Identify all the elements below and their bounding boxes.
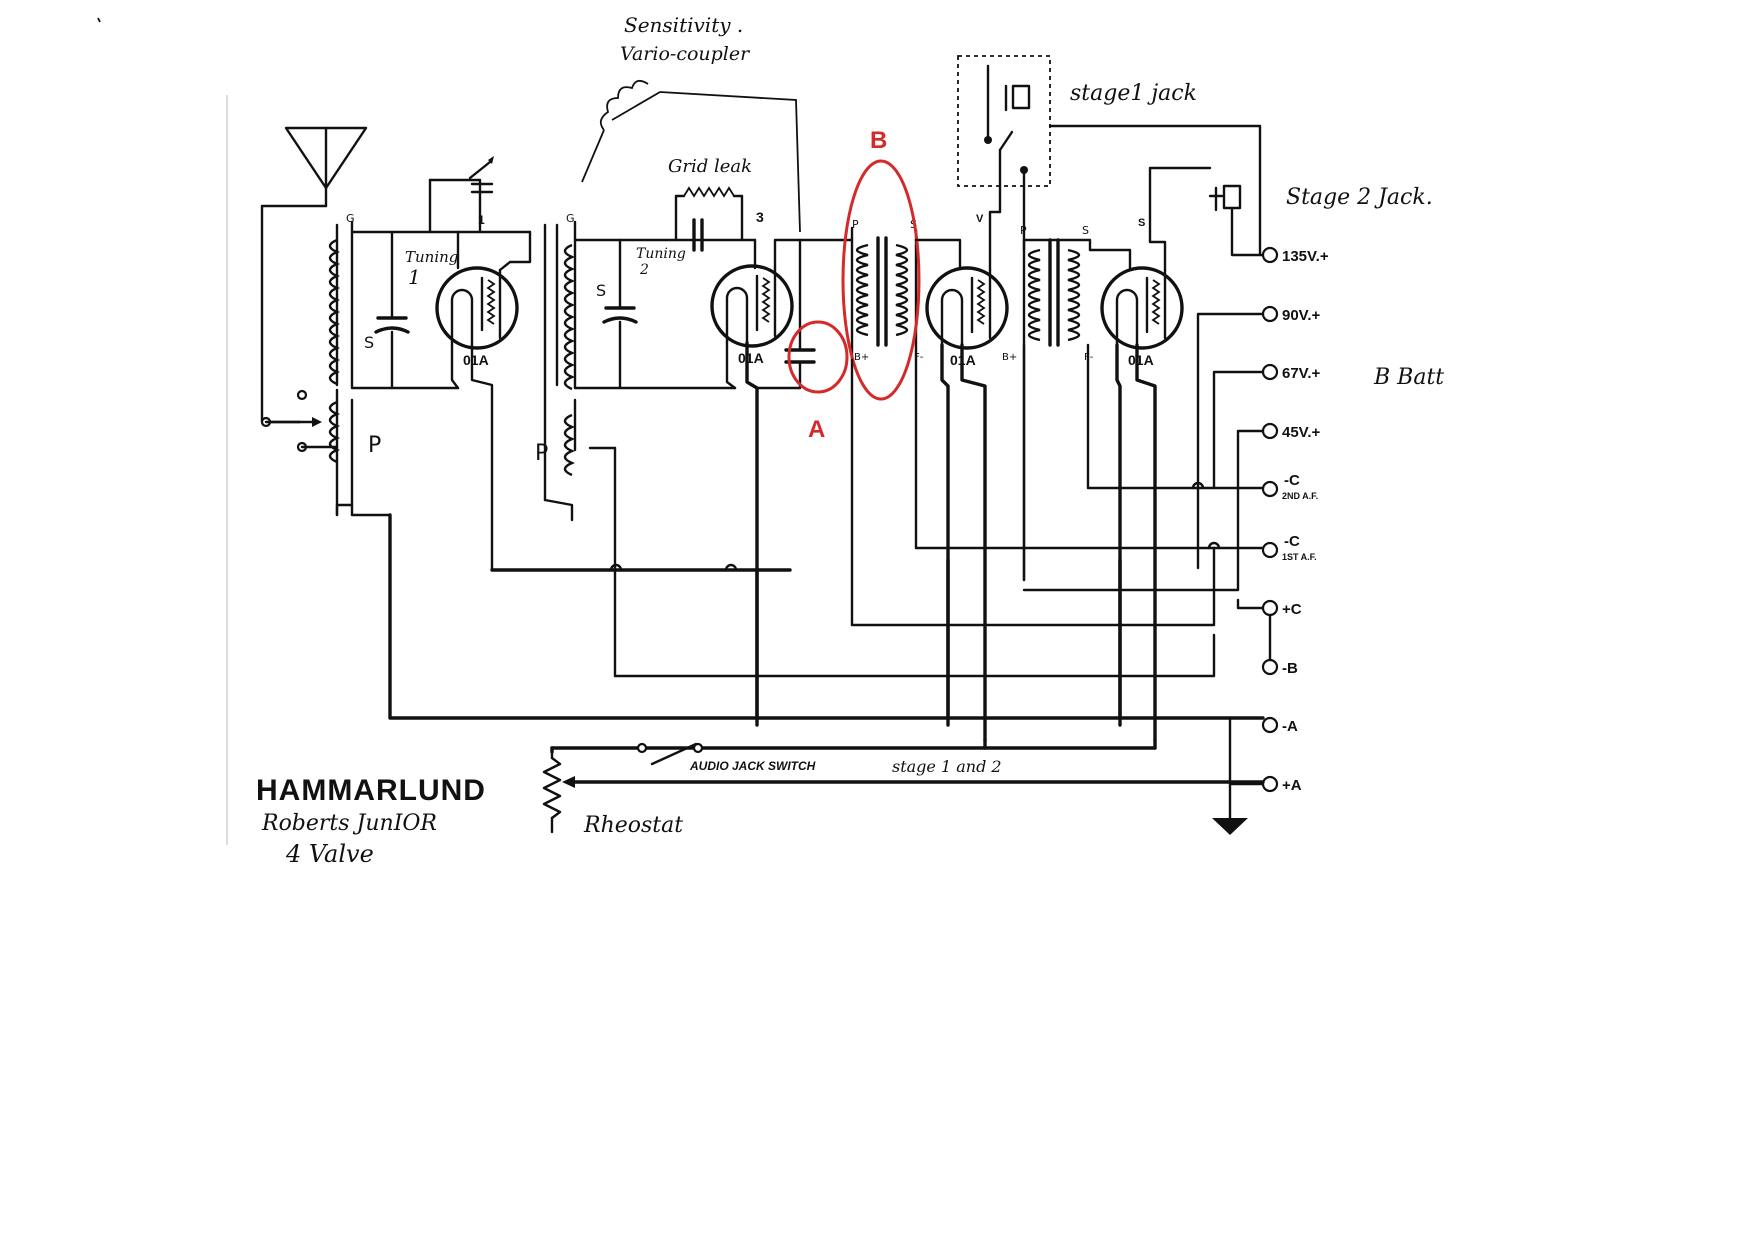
terminal-67v[interactable] [1261,363,1279,381]
valve-3: V 01A B+ [914,210,1017,742]
rheostat-label: Rheostat [583,813,683,838]
valve-1-type: 01A [463,352,489,368]
terminal-plus-a-label: +A [1282,777,1302,794]
valve-4-type: 01A [1128,352,1154,368]
pin-label-g1: G [346,212,355,225]
antenna-symbol [260,126,368,424]
coil-label-p1: P [368,433,381,458]
stage-1-jack: stage1 jack [957,55,1262,582]
valve-1: 1 01A [428,156,532,572]
vario-coupler-label: Vario-coupler [620,43,751,65]
marker-b-label: B [870,127,887,154]
pin-label-3: 3 [756,209,764,225]
t1-pin-fminus: F- [914,352,924,363]
valve-2: 01A [710,238,802,727]
terminal-45v-label: 45V.+ [1282,424,1320,441]
t1-pin-p: P [852,218,859,231]
t2-pin-fminus: F- [1084,352,1094,363]
terminal-minus-b-label: -B [1282,660,1298,677]
terminal-c-2nd-af-label: -C [1284,472,1300,489]
terminal-45v[interactable] [1261,422,1279,440]
tuning-2-word: Tuning [636,246,686,262]
terminal-135v-label: 135V.+ [1282,248,1329,265]
audio-jack-switch: AUDIO JACK SWITCH stage 1 and 2 [636,742,1002,776]
terminal-c-2nd-af[interactable] [1261,480,1279,498]
terminal-plus-c[interactable] [1261,599,1279,617]
t1-pin-bplus: B+ [854,352,869,363]
valve-4: S 01A [1088,217,1184,742]
af-transformer-1: P S B+ F- B [841,127,924,627]
scan-mark [97,17,101,23]
tuning-2-number: 2 [639,262,649,278]
terminal-c-1st-af-extra: 1ST A.F. [1282,552,1317,562]
terminal-minus-a-label: -A [1282,718,1298,735]
terminal-135v[interactable] [1261,246,1279,264]
terminal-90v[interactable] [1261,305,1279,323]
pin-label-s4: S [1138,217,1145,229]
switch-stages-label: stage 1 and 2 [892,757,1002,776]
ground-symbol [1212,818,1248,835]
tuning-1-number: 1 [408,265,421,289]
v3-pin-bplus: B+ [1002,352,1017,363]
coil-label-p2: P [535,441,548,466]
primary-coil-1 [328,388,354,517]
model-name: Roberts JunIOR [261,811,437,836]
b-batt-label: B Batt [1373,365,1444,390]
grid-leak: 3 [674,186,764,252]
marker-a-label: A [808,416,825,443]
valve-2-type: 01A [738,350,764,366]
tuning-1-word: Tuning [405,248,458,266]
terminal-minus-a[interactable] [1261,716,1279,734]
secondary-coil-1 [328,238,341,386]
supply-bus-wiring [388,312,1265,835]
coil-label-s1: S [364,333,374,352]
terminal-c-1st-af[interactable] [1261,541,1279,559]
vario-coupler: S P G [535,79,801,678]
terminal-c-2nd-af-extra: 2ND A.F. [1282,491,1318,501]
audio-jack-switch-label: AUDIO JACK SWITCH [689,759,816,773]
terminal-plus-c-label: +C [1282,601,1302,618]
pin-label-v: V [976,213,984,225]
brand-title: HAMMARLUND [256,774,486,807]
valve-3-type: 01A [950,352,976,368]
stage-1-jack-label: stage1 jack [1070,81,1197,106]
t2-pin-p: P [1020,224,1027,237]
pin-label-g2: G [566,212,575,225]
rheostat: Rheostat [542,750,1265,838]
valve-count: 4 Valve [285,840,374,868]
terminal-67v-label: 67V.+ [1282,365,1320,382]
sensitivity-label: Sensitivity . [624,13,743,37]
stage-2-jack: Stage 2 Jack. [1148,166,1433,257]
pin-label-1: 1 [478,213,485,227]
marker-a-circle [787,320,849,394]
bypass-capacitor-a: A [755,238,854,443]
stage-2-jack-label: Stage 2 Jack. [1286,185,1433,210]
t2-pin-s: S [1082,224,1089,237]
antenna-coupler-1: S P G [260,212,392,517]
coil-label-s2: S [596,281,606,300]
terminal-90v-label: 90V.+ [1282,307,1320,324]
terminal-plus-a[interactable] [1261,775,1279,793]
terminal-strip: 135V.+ 90V.+ 67V.+ 45V.+ -C 2ND A.F. -C … [1261,246,1444,794]
tuning-capacitor-2: Tuning 2 [573,238,757,390]
af-transformer-2: P S F- [1020,224,1094,582]
tuning-capacitor-1: Tuning 1 [350,230,460,390]
terminal-c-1st-af-label: -C [1284,533,1300,550]
terminal-minus-b[interactable] [1261,658,1279,676]
marker-b-circle [841,159,921,401]
grid-leak-label: Grid leak [668,156,752,177]
